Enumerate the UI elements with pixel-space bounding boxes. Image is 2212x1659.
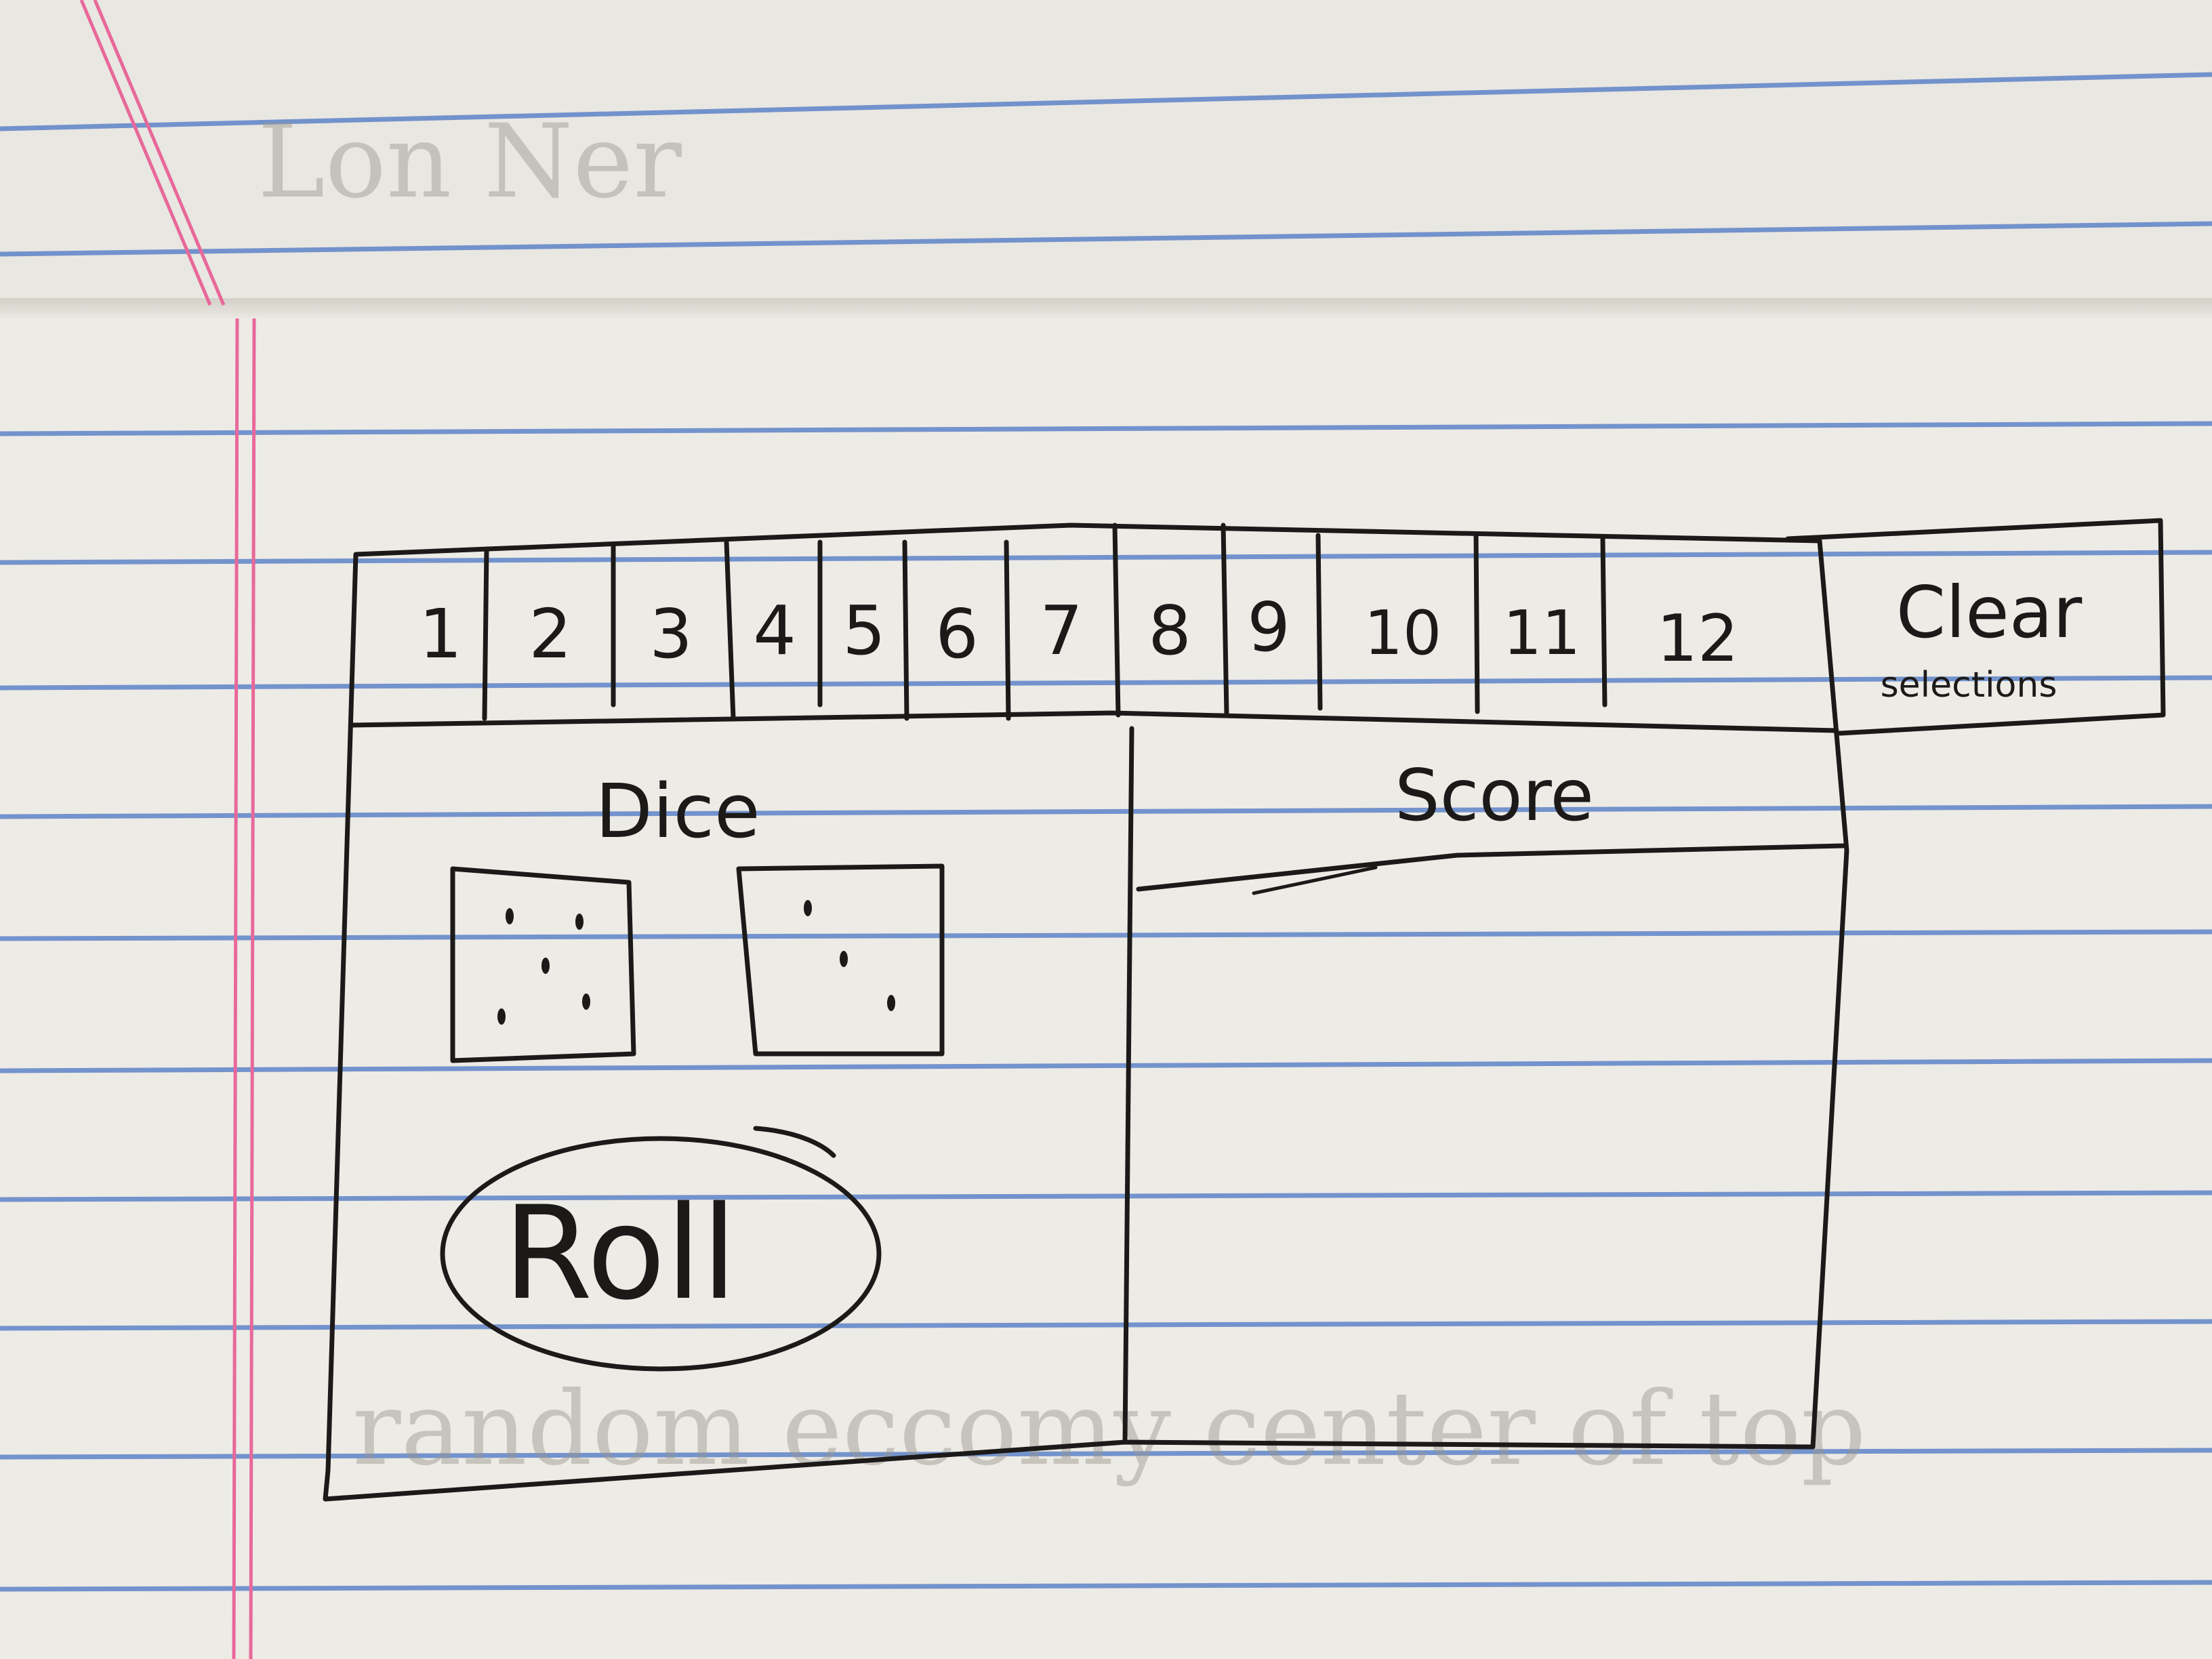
die-1-pip (582, 994, 590, 1010)
die-2-pip (840, 951, 848, 967)
svg-text:Lon Ner: Lon Ner (258, 103, 682, 221)
number-button-5-label: 5 (842, 591, 886, 670)
die-2-pip (887, 995, 895, 1011)
roll-button-label: Roll (503, 1179, 737, 1328)
number-button-1-label: 1 (419, 594, 462, 674)
number-button-7-label: 7 (1040, 591, 1083, 670)
die-2-pip (804, 900, 812, 916)
clear-button-sublabel: selections (1881, 665, 2057, 705)
dice-heading: Dice (595, 768, 760, 855)
number-button-1[interactable]: 1 (419, 594, 462, 674)
clear-button-label: Clear (1896, 571, 2083, 654)
red-margin-lines (79, 0, 256, 1659)
number-button-10-label: 10 (1364, 598, 1442, 669)
number-button-8-label: 8 (1148, 591, 1191, 670)
number-button-12[interactable]: 12 (1657, 602, 1739, 676)
dice-panel: Dice Roll (440, 768, 945, 1372)
svg-text:random eccomy center of top: random eccomy center of top (352, 1370, 1866, 1488)
roll-button[interactable]: Roll (440, 1126, 882, 1372)
number-button-10[interactable]: 10 (1364, 598, 1442, 669)
number-button-9-label: 9 (1247, 588, 1290, 667)
number-button-4-label: 4 (753, 591, 796, 670)
die-1 (450, 866, 636, 1063)
number-button-3[interactable]: 3 (649, 594, 693, 674)
number-button-2-label: 2 (529, 594, 572, 674)
number-button-12-label: 12 (1657, 602, 1739, 676)
score-list-area (1145, 901, 1803, 1430)
app-frame (323, 523, 1849, 1502)
number-button-8[interactable]: 8 (1148, 591, 1191, 670)
clear-selections-button[interactable]: Clear selections (1785, 518, 2166, 736)
score-heading: Score (1395, 754, 1594, 837)
number-button-11[interactable]: 11 (1503, 598, 1581, 669)
bleed-through-writing: Lon Ner random eccomy center of top (258, 103, 1866, 1488)
die-2 (736, 863, 945, 1057)
number-button-3-label: 3 (649, 594, 693, 674)
number-button-5[interactable]: 5 (842, 591, 886, 670)
die-1-pip (575, 914, 583, 930)
number-button-11-label: 11 (1503, 598, 1581, 669)
number-button-4[interactable]: 4 (753, 591, 796, 670)
number-button-bar (482, 523, 1607, 721)
die-1-pip (497, 1008, 506, 1025)
number-button-6-label: 6 (935, 594, 979, 674)
number-button-9[interactable]: 9 (1247, 588, 1290, 667)
die-1-pip (506, 908, 514, 924)
number-button-7[interactable]: 7 (1040, 591, 1083, 670)
number-button-2[interactable]: 2 (529, 594, 572, 674)
paper-main-sheet (0, 319, 2212, 1659)
score-panel: Score (1145, 754, 1803, 1430)
number-button-6[interactable]: 6 (935, 594, 979, 674)
die-1-pip (541, 958, 550, 974)
ruled-lines (0, 72, 2212, 1592)
paper-top-sheet (0, 0, 2212, 308)
